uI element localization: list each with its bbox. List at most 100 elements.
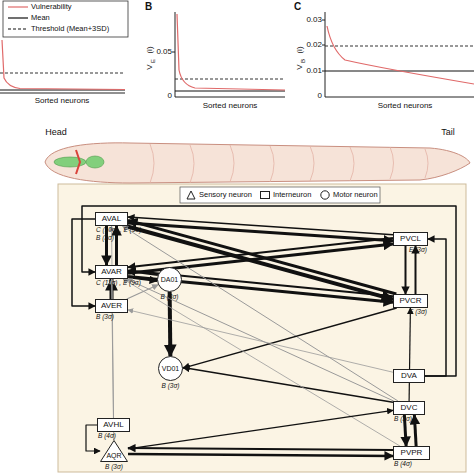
legend-frame <box>180 187 380 203</box>
legend-text: Threshold (Mean+3SD) <box>31 25 109 33</box>
synapse-arrow <box>183 308 397 368</box>
vulnerability-annotation: C (11σ) , E (9σ) <box>96 279 141 287</box>
neuron-circle <box>158 268 182 292</box>
sigma-score: B (3σ) <box>160 293 178 301</box>
synapse-arrow <box>128 410 393 449</box>
pharynx <box>54 157 86 167</box>
sigma-score: B (3σ) <box>96 234 141 242</box>
interneuron-box: DVA <box>393 369 425 383</box>
axis-label: Sorted neurons <box>378 102 433 110</box>
legend-sample <box>186 190 196 200</box>
sigma-score: C (11σ) , E (9σ) <box>96 279 141 287</box>
axis-label: Tail <box>441 128 455 137</box>
neuron-name: AVAR <box>101 268 122 276</box>
tick <box>322 20 325 21</box>
worm-body <box>45 143 470 183</box>
interneuron-box: AVHLB (4σ) <box>97 418 130 432</box>
tick <box>172 52 175 53</box>
neuron-triangle <box>101 441 128 462</box>
legend-sample <box>320 190 330 200</box>
legend-text: Sensory neuron <box>199 191 252 199</box>
axis-title: E <box>150 59 156 63</box>
panel-letter: B <box>145 2 152 12</box>
interneuron-box: AVERB (3σ) <box>95 299 128 313</box>
legend-entry: Sensory neuron <box>186 190 252 200</box>
motor-neuron-circle: VD01B (3σ) <box>158 356 183 381</box>
legend-circle <box>321 191 329 199</box>
interneuron-box: PVCLE (3σ) <box>393 232 428 246</box>
threshold-line <box>0 73 125 74</box>
legend-sample <box>260 190 270 200</box>
axis-label: Sorted neurons <box>35 97 90 105</box>
interneuron-box: AVARC (11σ) , E (9σ) <box>95 265 128 279</box>
sigma-score: B (4σ) <box>394 460 412 468</box>
neuron-name: PVPR <box>401 449 423 457</box>
neuron-name: AVHL <box>103 421 123 429</box>
legend-text: Vulnerability <box>31 3 72 11</box>
sigma-score: B (3σ) <box>96 313 114 321</box>
tick-label: 0.02 <box>306 41 322 49</box>
neuron-name: AVER <box>101 302 122 310</box>
x-axis <box>0 93 125 94</box>
vulnerability-annotation: C (10σ) , E (9σ)B (3σ) <box>96 226 141 242</box>
legend-rect <box>261 192 270 199</box>
legend-entry: Vulnerability <box>8 2 72 12</box>
axis-title: V <box>146 64 154 69</box>
synapse-arrow <box>168 292 173 356</box>
legend-line <box>8 17 28 18</box>
interneuron-box: PVPRB (4σ) <box>393 446 430 460</box>
neuron-name: PVCL <box>400 235 421 243</box>
legend-sample <box>8 24 28 34</box>
vulnerability-annotation: B (3σ) <box>105 463 123 471</box>
motor-neuron-circle: DA01B (3σ) <box>157 267 182 292</box>
neuron-name: DVA <box>401 372 417 380</box>
pharynx-bulb <box>86 156 104 168</box>
sigma-score: C (10σ) , E (9σ) <box>96 226 141 234</box>
legend-entry: Motor neuron <box>320 190 378 200</box>
synapse-arrow <box>128 238 393 267</box>
axis-label: Sorted neurons <box>203 102 258 110</box>
synapse-arrow <box>82 206 456 376</box>
legend-entry: Mean <box>8 13 50 23</box>
neuron-name: PVCR <box>399 297 421 305</box>
legend-text: Interneuron <box>273 191 311 199</box>
vulnerability-annotation: B (3σ) <box>394 415 412 423</box>
threshold-line <box>175 79 285 80</box>
sigma-score: E (3σ) <box>409 246 427 254</box>
y-axis <box>325 12 326 97</box>
tick-label: 0.01 <box>306 67 322 75</box>
synapse-arrow <box>72 219 95 306</box>
neuron-name: DA01 <box>161 276 179 283</box>
synapse-arrow <box>123 226 398 401</box>
x-axis <box>325 97 474 98</box>
vulnerability-curve <box>2 40 125 90</box>
legend-sample <box>8 2 28 12</box>
vulnerability-annotation: B (3σ) <box>161 382 179 390</box>
interneuron-box: AVALC (10σ) , E (9σ)B (3σ) <box>95 212 128 226</box>
synapse-arrow <box>127 279 394 401</box>
legend-text: Motor neuron <box>333 191 378 199</box>
legend-sample <box>8 13 28 23</box>
vulnerability-annotation: B (3σ) <box>160 293 178 301</box>
vulnerability-curve <box>177 14 285 90</box>
legend-line <box>8 6 28 7</box>
neuron-name: DVC <box>401 404 418 412</box>
panel-letter: C <box>294 2 301 12</box>
neuron-name: VD01 <box>162 365 180 372</box>
sigma-score: B (3σ) <box>394 415 412 423</box>
neuron-circle <box>159 357 183 381</box>
synapse-arrow <box>414 415 416 446</box>
vulnerability-annotation: B (4σ) <box>394 460 412 468</box>
muscle-stripe <box>150 144 428 183</box>
tick-label: 0.05 <box>156 48 172 56</box>
vulnerability-annotation: E (3σ) <box>409 308 427 316</box>
axis-title: B <box>300 59 306 63</box>
sensory-neuron-triangle: AQRB (3σ) <box>100 440 128 462</box>
zoom-panel <box>58 184 466 472</box>
legend-text: Mean <box>31 14 50 22</box>
synapse-arrow <box>425 239 446 376</box>
tick <box>322 45 325 46</box>
vulnerability-annotation: B (3σ) <box>96 313 114 321</box>
vulnerability-curve <box>327 26 474 84</box>
interneuron-box: PVCRE (3σ) <box>393 294 428 308</box>
